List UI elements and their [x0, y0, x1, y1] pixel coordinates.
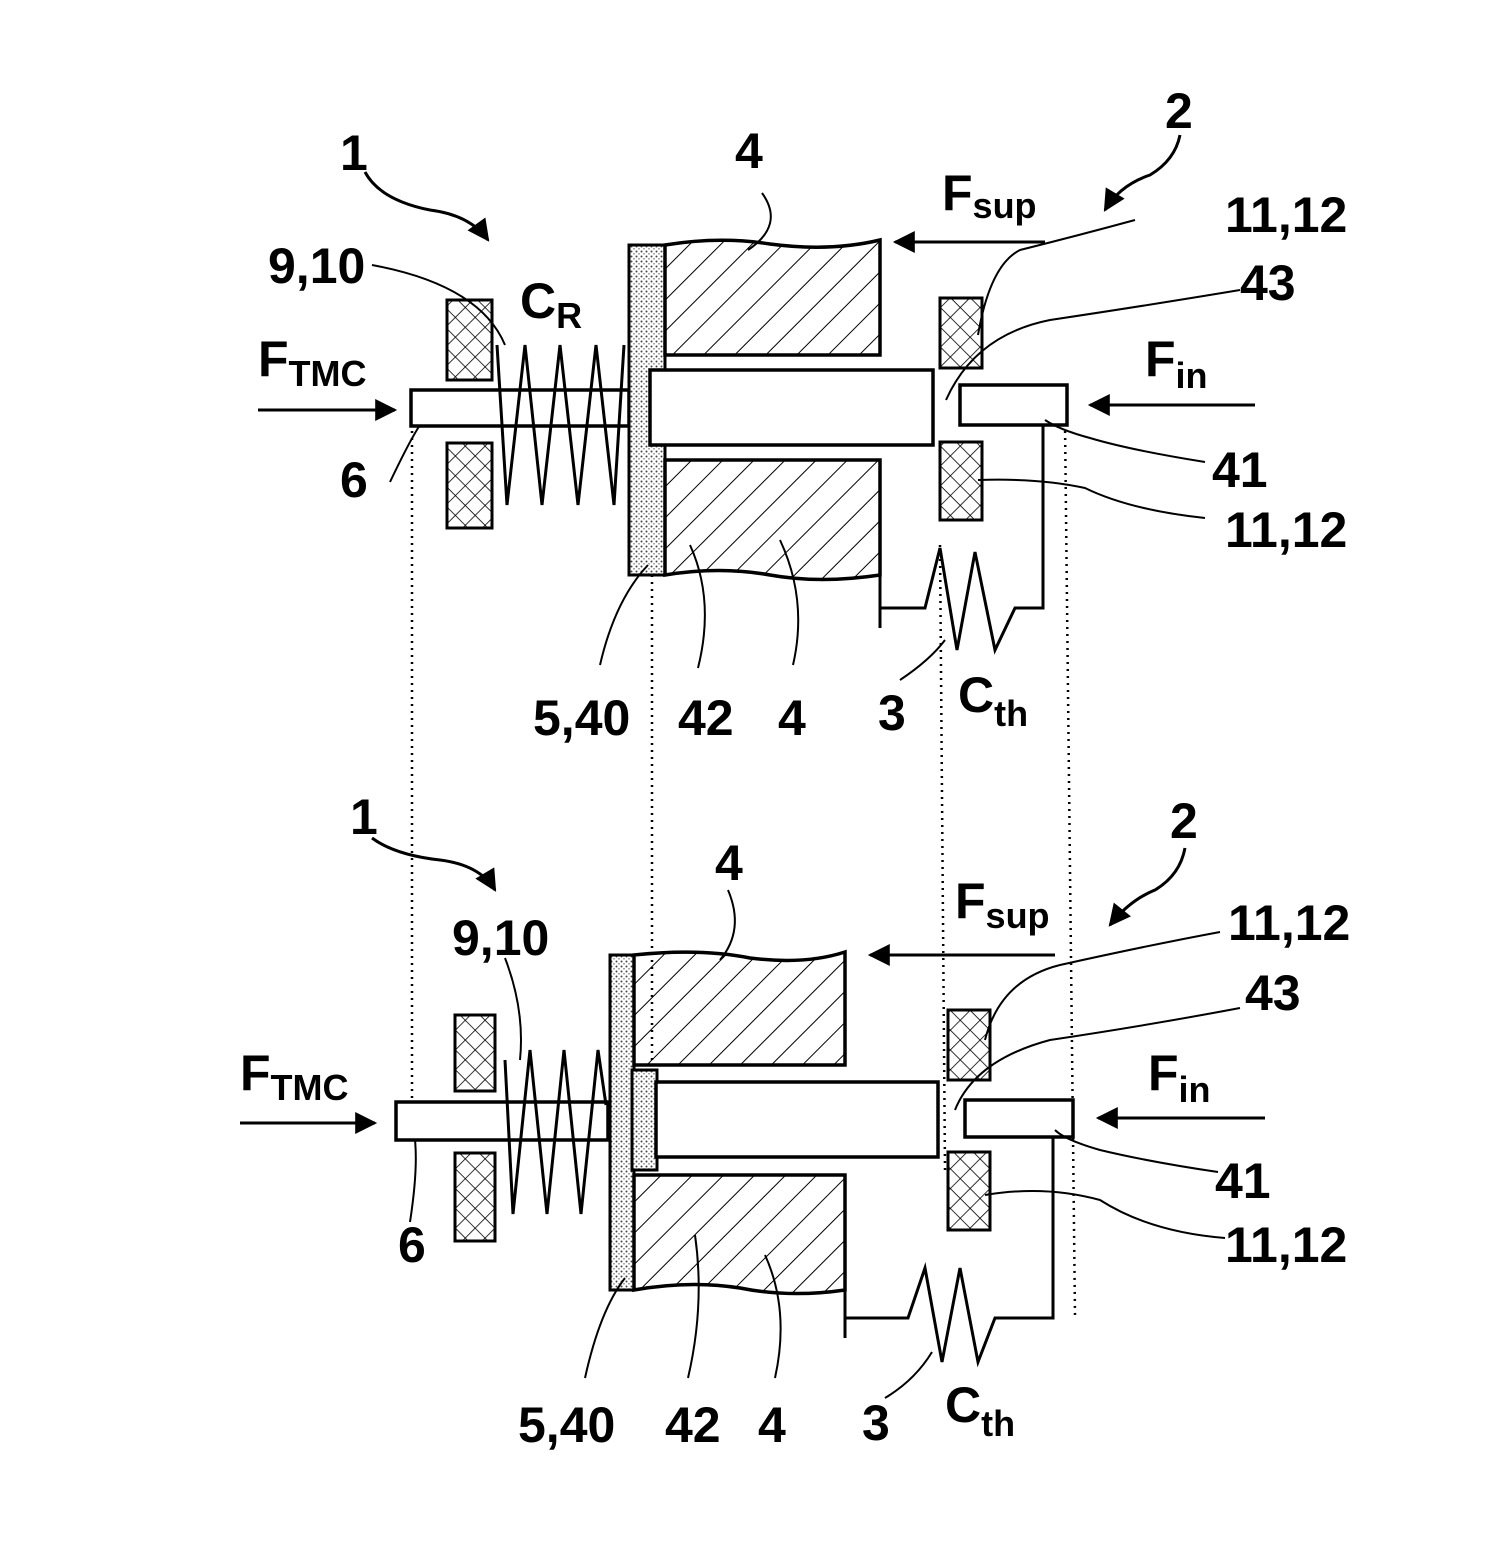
piston-42	[650, 370, 933, 445]
label-spring-3: 3	[878, 685, 906, 741]
bottom-assembly	[240, 838, 1265, 1398]
label-seal: 11,12	[1225, 1217, 1347, 1273]
label-housing: 4	[778, 690, 806, 746]
label-force-supply: Fsup	[955, 873, 1050, 936]
label-piston: 42	[678, 690, 734, 746]
right-seal-lower	[948, 1152, 990, 1230]
label-return-spring-rate: CR	[520, 273, 582, 336]
label-input-rod: 41	[1215, 1153, 1271, 1209]
label-housing: 4	[735, 123, 763, 179]
label-force-tmc: FTMC	[240, 1045, 349, 1108]
label-force-supply: Fsup	[942, 165, 1037, 226]
right-seal-upper	[948, 1010, 990, 1080]
housing-upper	[665, 240, 880, 355]
label-spring-rate-th: Cth	[958, 667, 1028, 734]
left-seal-lower	[447, 443, 492, 528]
label-assembly-1: 1	[340, 125, 368, 181]
piston-plate-fill	[632, 1070, 657, 1170]
label-assembly-1: 1	[350, 789, 378, 845]
rod-6	[396, 1102, 608, 1140]
assembly-1-pointer	[365, 172, 488, 240]
assembly-1-pointer	[372, 838, 495, 890]
label-housing: 4	[758, 1397, 786, 1453]
piston-42	[656, 1082, 938, 1157]
left-seal-upper	[447, 300, 492, 380]
housing-upper	[634, 952, 845, 1065]
label-assembly-2: 2	[1170, 793, 1198, 849]
label-piston-plate: 5,40	[518, 1397, 615, 1453]
top-assembly	[258, 135, 1255, 680]
left-seal-lower	[455, 1153, 495, 1241]
label-piston-plate: 5,40	[533, 690, 630, 746]
assembly-2-pointer	[1105, 135, 1180, 210]
label-return-spring: 9,10	[268, 238, 365, 294]
left-seal-upper	[455, 1015, 495, 1091]
housing-lower	[634, 1175, 845, 1294]
piston-plate	[610, 955, 634, 1290]
label-return-spring: 9,10	[452, 910, 549, 966]
label-seal: 11,12	[1225, 187, 1347, 243]
label-piston: 42	[665, 1397, 721, 1453]
right-seal-lower	[940, 442, 982, 520]
label-gap: 43	[1240, 255, 1296, 311]
label-seal: 11,12	[1225, 502, 1347, 558]
label-force-input: Fin	[1145, 331, 1208, 396]
label-rod: 6	[398, 1217, 426, 1273]
assembly-2-pointer	[1110, 848, 1185, 925]
label-spring-rate-th: Cth	[945, 1377, 1015, 1444]
label-force-input: Fin	[1148, 1045, 1211, 1110]
input-rod-41	[960, 385, 1067, 425]
label-gap: 43	[1245, 965, 1301, 1021]
label-input-rod: 41	[1212, 442, 1268, 498]
label-housing: 4	[715, 835, 743, 891]
label-seal: 11,12	[1228, 895, 1350, 951]
label-force-tmc: FTMC	[258, 331, 367, 394]
return-spring	[505, 1050, 606, 1214]
label-assembly-2: 2	[1165, 83, 1193, 139]
label-spring-3: 3	[862, 1395, 890, 1451]
label-rod: 6	[340, 452, 368, 508]
